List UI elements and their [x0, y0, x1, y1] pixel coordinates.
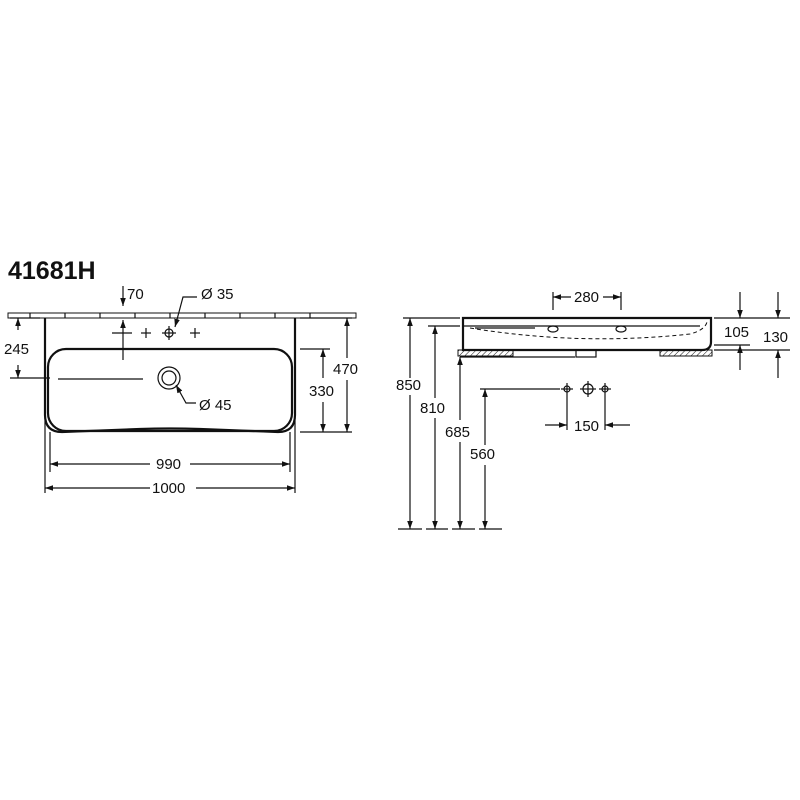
dim-outer-width: 1000	[152, 480, 185, 497]
dim-drain: Ø 45	[199, 397, 232, 414]
supply-right-icon	[599, 383, 611, 395]
dim-deck-offset: 70	[127, 286, 144, 303]
wall-strip	[7, 312, 357, 319]
dim-supply-height: 560	[470, 446, 495, 463]
supply-left-icon	[561, 383, 573, 395]
bracket-left	[457, 349, 514, 357]
dim-inner-width: 990	[156, 456, 181, 473]
dim-basin-height: 105	[724, 324, 749, 341]
dim-tap-spacing: 150	[574, 418, 599, 435]
bracket-right	[659, 349, 713, 357]
dim-bottom-edge-height: 810	[420, 400, 445, 417]
tap-hole-center-icon	[162, 326, 176, 340]
top-view: 70 Ø 35 245 330 470 Ø 45 990	[4, 286, 358, 497]
basin-side-profile	[461, 316, 713, 352]
dim-height-to-deck: 245	[4, 341, 29, 358]
dim-basin-total-height: 130	[763, 329, 788, 346]
side-hole-right-icon	[615, 325, 627, 333]
dim-waste-height: 685	[445, 424, 470, 441]
dim-hole-spacing-top: 280	[574, 289, 599, 306]
basin-bowl	[46, 347, 294, 433]
waste-stub	[575, 349, 597, 358]
tap-hole-right-icon	[190, 328, 200, 338]
dim-total-depth: 470	[333, 361, 358, 378]
basin-outline	[43, 318, 297, 434]
side-view: 280 105 130 850 810 685	[396, 289, 790, 530]
dim-bowl-depth: 330	[309, 383, 334, 400]
tap-holes	[141, 326, 200, 340]
side-hole-left-icon	[547, 325, 559, 333]
supply-center-icon	[580, 381, 596, 397]
dim-top-height: 850	[396, 377, 421, 394]
dim-tap-hole: Ø 35	[201, 286, 234, 303]
tap-hole-left-icon	[141, 328, 151, 338]
drain-icon	[157, 366, 181, 390]
model-number: 41681H	[8, 257, 96, 285]
